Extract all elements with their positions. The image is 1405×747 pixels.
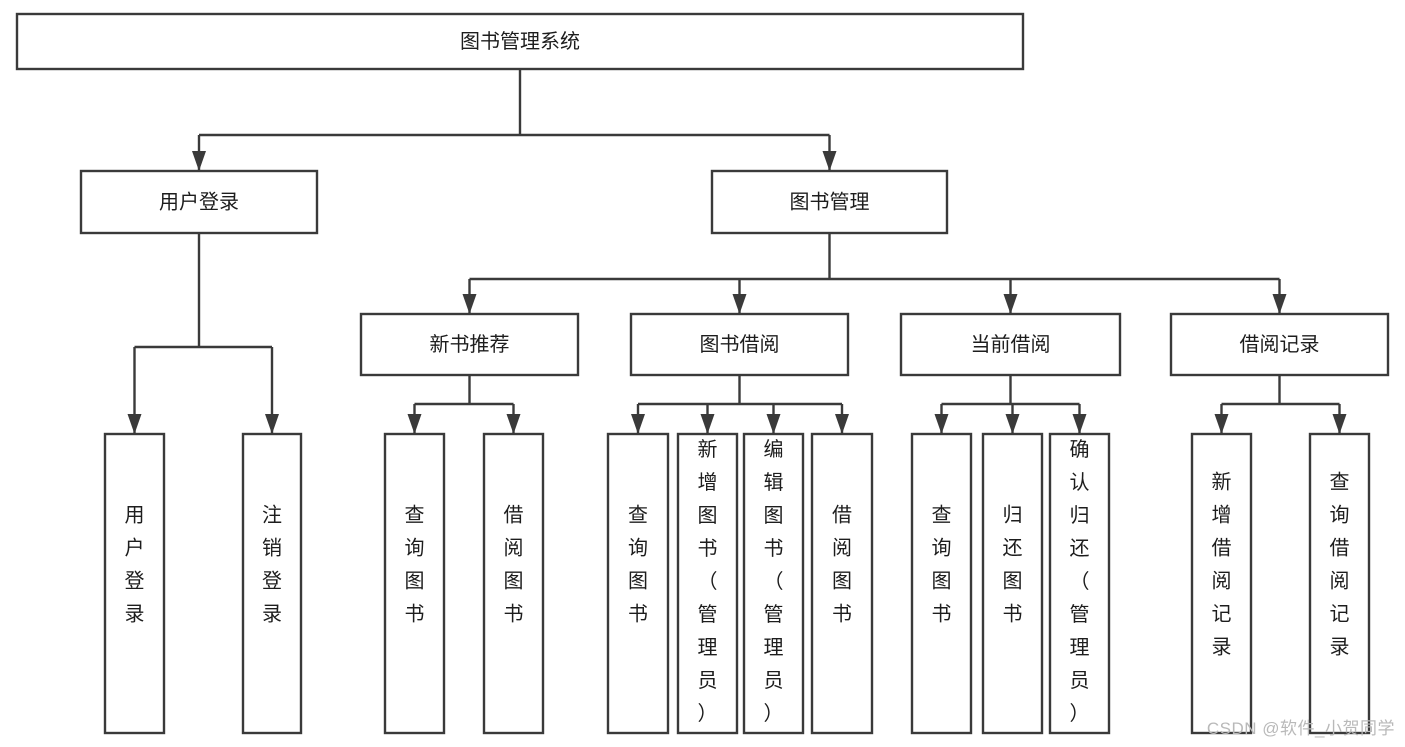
node-box-user-login [79,169,319,235]
connector-layer [127,69,1347,434]
node-user-login[interactable]: 用户登录 [79,169,319,235]
connector-edge-bookborrow-bus [631,375,849,434]
node-label-book-borrow: 图书借阅 [700,333,780,356]
arrowhead-edge-userlogin-bus-1 [265,414,279,434]
node-box-current-borrow [899,312,1122,377]
arrowhead-edge-bookborrow-bus-3 [835,414,849,434]
node-label-leaf-return-book: 归还图书 [1003,504,1023,626]
node-box-book-management [710,169,949,235]
connector-edge-userlogin-bus [127,233,279,434]
node-box-leaf-borrow-book [810,432,874,735]
node-box-leaf-borrow-book-rec [482,432,545,735]
node-label-leaf-add-borrow-record: 新增借阅记录 [1212,471,1232,659]
node-leaf-return-book[interactable]: 归还图书 [981,432,1044,735]
node-label-new-book-recommend: 新书推荐 [430,333,510,356]
arrowhead-edge-newbook-bus-0 [407,414,422,434]
node-box-leaf-logout-login [241,432,303,735]
arrowhead-edge-currentborrow-bus-2 [1072,414,1087,434]
node-label-leaf-borrow-book-rec: 借阅图书 [504,504,524,626]
arrowhead-edge-bookmgmt-bus-1 [732,294,747,314]
arrowhead-edge-currentborrow-bus-1 [1005,414,1020,434]
node-borrow-record[interactable]: 借阅记录 [1169,312,1390,377]
node-leaf-query-book-current[interactable]: 查询图书 [910,432,973,735]
node-label-leaf-confirm-return-admin: 确认归还（管理员） [1070,438,1090,725]
node-label-leaf-query-book-rec: 查询图书 [405,504,425,626]
node-box-book-borrow [629,312,850,377]
node-label-root: 图书管理系统 [460,30,580,53]
node-box-leaf-query-book-current [910,432,973,735]
arrowhead-edge-bookmgmt-bus-0 [462,294,477,314]
connector-edge-newbook-bus [407,375,521,434]
arrowhead-edge-root-bus-1 [822,151,837,171]
arrowhead-edge-bookborrow-bus-0 [631,414,645,434]
node-box-new-book-recommend [359,312,580,377]
arrowhead-edge-bookborrow-bus-1 [700,414,715,434]
node-leaf-confirm-return-admin[interactable]: 确认归还（管理员） [1048,432,1111,735]
node-label-borrow-record: 借阅记录 [1240,333,1320,356]
node-leaf-user-login[interactable]: 用户登录 [103,432,166,735]
node-leaf-add-borrow-record[interactable]: 新增借阅记录 [1190,432,1253,735]
arrowhead-edge-root-bus-0 [192,151,206,171]
node-leaf-edit-book-admin[interactable]: 编辑图书（管理员） [742,432,805,735]
node-label-leaf-borrow-book: 借阅图书 [832,504,852,626]
connector-edge-root-bus [192,69,837,171]
node-label-leaf-user-login: 用户登录 [125,505,145,626]
arrowhead-edge-currentborrow-bus-0 [934,414,949,434]
arrowhead-edge-bookmgmt-bus-3 [1272,294,1287,314]
node-box-leaf-add-borrow-record [1190,432,1253,735]
node-leaf-add-book-admin[interactable]: 新增图书（管理员） [676,432,739,735]
node-box-borrow-record [1169,312,1390,377]
node-label-current-borrow: 当前借阅 [971,333,1051,356]
node-leaf-query-book-borrow[interactable]: 查询图书 [606,432,670,735]
node-box-leaf-add-book-admin [676,432,739,735]
node-box-leaf-query-book-borrow [606,432,670,735]
connector-edge-borrowrecord-bus [1214,375,1347,434]
arrowhead-edge-borrowrecord-bus-1 [1332,414,1347,434]
connector-edge-bookmgmt-bus [462,233,1287,314]
node-label-leaf-add-book-admin: 新增图书（管理员） [698,438,718,725]
node-leaf-borrow-book[interactable]: 借阅图书 [810,432,874,735]
node-book-borrow[interactable]: 图书借阅 [629,312,850,377]
node-leaf-logout-login[interactable]: 注销登录 [241,432,303,735]
node-box-leaf-user-login [103,432,166,735]
node-current-borrow[interactable]: 当前借阅 [899,312,1122,377]
node-root[interactable]: 图书管理系统 [15,12,1025,71]
node-label-leaf-query-book-borrow: 查询图书 [628,504,648,626]
node-label-book-management: 图书管理 [790,190,870,213]
node-label-leaf-edit-book-admin: 编辑图书（管理员） [764,438,784,725]
arrowhead-edge-bookmgmt-bus-2 [1003,294,1018,314]
connector-edge-currentborrow-bus [934,375,1087,434]
arrowhead-edge-userlogin-bus-0 [127,414,142,434]
node-box-leaf-query-borrow-record [1308,432,1371,735]
node-box-leaf-return-book [981,432,1044,735]
node-box-root [15,12,1025,71]
node-box-leaf-edit-book-admin [742,432,805,735]
node-label-leaf-logout-login: 注销登录 [262,504,282,626]
arrowhead-edge-newbook-bus-1 [506,414,521,434]
node-box-leaf-query-book-rec [383,432,446,735]
node-label-user-login: 用户登录 [159,190,239,213]
arrowhead-edge-bookborrow-bus-2 [766,414,781,434]
node-leaf-borrow-book-rec[interactable]: 借阅图书 [482,432,545,735]
node-label-leaf-query-borrow-record: 查询借阅记录 [1330,471,1350,659]
node-new-book-recommend[interactable]: 新书推荐 [359,312,580,377]
node-layer: 图书管理系统用户登录图书管理新书推荐图书借阅当前借阅借阅记录用户登录注销登录查询… [15,12,1390,735]
node-box-leaf-confirm-return-admin [1048,432,1111,735]
node-leaf-query-borrow-record[interactable]: 查询借阅记录 [1308,432,1371,735]
node-book-management[interactable]: 图书管理 [710,169,949,235]
arrowhead-edge-borrowrecord-bus-0 [1214,414,1229,434]
node-label-leaf-query-book-current: 查询图书 [932,504,952,626]
node-leaf-query-book-rec[interactable]: 查询图书 [383,432,446,735]
